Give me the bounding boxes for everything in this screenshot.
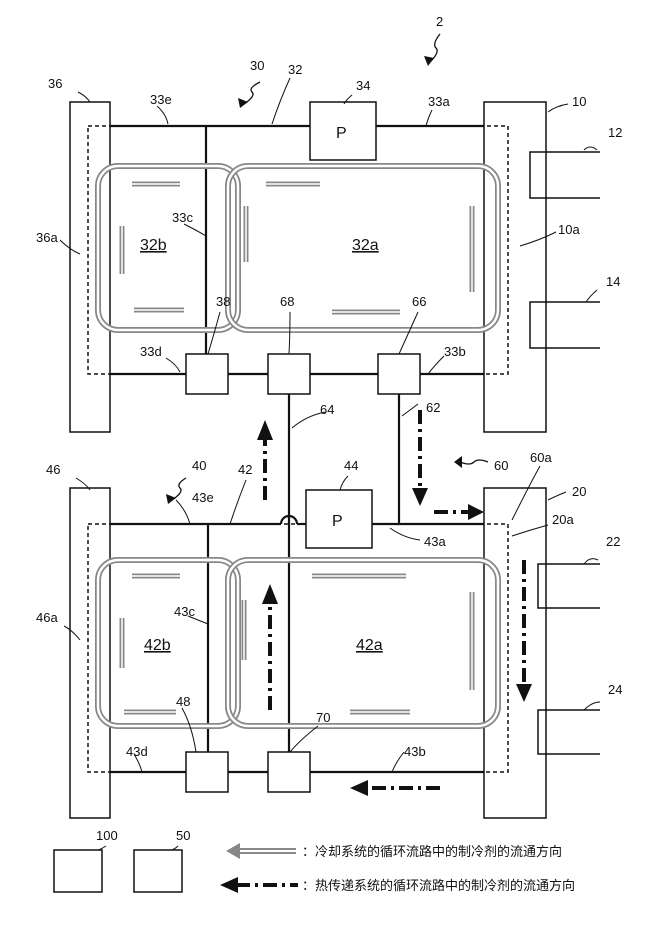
label-38: 38 [216, 294, 230, 309]
label-2: 2 [436, 14, 443, 29]
label-100: 100 [96, 828, 118, 843]
label-46: 46 [46, 462, 60, 477]
box-100 [54, 850, 102, 892]
label-50: 50 [176, 828, 190, 843]
valve-68 [268, 354, 310, 394]
label-48: 48 [176, 694, 190, 709]
label-42: 42 [238, 462, 252, 477]
label-33b: 33b [444, 344, 466, 359]
coolant-arrows-upper [122, 184, 472, 312]
label-60: 60 [494, 458, 508, 473]
label-20a: 20a [552, 512, 574, 527]
label-10: 10 [572, 94, 586, 109]
label-66: 66 [412, 294, 426, 309]
label-32b: 32b [140, 237, 167, 254]
label-43d: 43d [126, 744, 148, 759]
label-44: 44 [344, 458, 358, 473]
valve-70 [268, 752, 310, 792]
port-22 [538, 564, 600, 608]
coolant-arrows-lower [122, 576, 472, 712]
label-40: 40 [192, 458, 206, 473]
pipe-62 [399, 394, 484, 524]
label-36: 36 [48, 76, 62, 91]
label-14: 14 [606, 274, 620, 289]
label-68: 68 [280, 294, 294, 309]
label-34: 34 [356, 78, 370, 93]
component-20 [484, 488, 546, 818]
label-10a: 10a [558, 222, 580, 237]
label-46a: 46a [36, 610, 58, 625]
label-30: 30 [250, 58, 264, 73]
label-42a: 42a [356, 637, 383, 654]
label-43b: 43b [404, 744, 426, 759]
legend-heat-arrow [220, 877, 298, 893]
label-42b: 42b [144, 637, 171, 654]
valve-48 [186, 752, 228, 792]
label-43c: 43c [174, 604, 195, 619]
pump-34-label: P [336, 125, 347, 142]
label-20: 20 [572, 484, 586, 499]
valve-38 [186, 354, 228, 394]
label-32a: 32a [352, 237, 379, 254]
label-24: 24 [608, 682, 622, 697]
port-24 [538, 710, 600, 754]
label-33a: 33a [428, 94, 450, 109]
heat-exchanger-36 [70, 102, 110, 432]
box-50 [134, 850, 182, 892]
valve-66 [378, 354, 420, 394]
label-12: 12 [608, 125, 622, 140]
legend-coolant-arrow [226, 843, 296, 859]
label-43a: 43a [424, 534, 446, 549]
label-60a: 60a [530, 450, 552, 465]
label-70: 70 [316, 710, 330, 725]
label-33e: 33e [150, 92, 172, 107]
label-32: 32 [288, 62, 302, 77]
label-33d: 33d [140, 344, 162, 359]
label-64: 64 [320, 402, 334, 417]
pump-44-label: P [332, 513, 343, 530]
coolant-arrows-lower-inner [122, 576, 472, 712]
heat-exchanger-46 [70, 488, 110, 818]
label-43e: 43e [192, 490, 214, 505]
legend-coolant-text: ：冷却系统的循环流路中的制冷剂的流通方向 [302, 844, 562, 860]
label-33c: 33c [172, 210, 193, 225]
label-22: 22 [606, 534, 620, 549]
coolant-arrows-upper-inner [122, 184, 472, 312]
legend-heat-text: ：热传递系统的循环流路中的制冷剂的流通方向 [302, 878, 575, 894]
label-62: 62 [426, 400, 440, 415]
label-36a: 36a [36, 230, 58, 245]
